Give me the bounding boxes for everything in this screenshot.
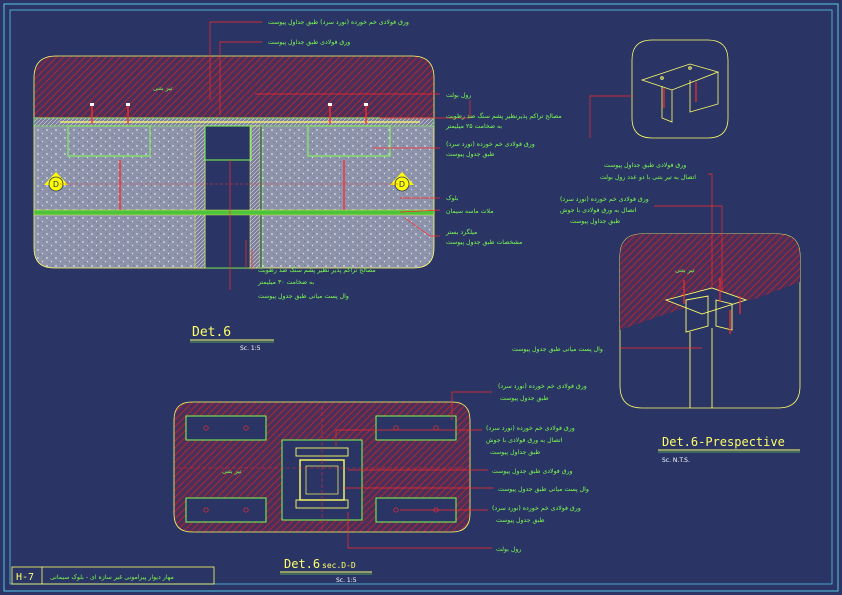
label-section-beam: تیر بتنی <box>222 468 242 475</box>
section-marker-left: D <box>44 172 68 192</box>
label-persp-weld: اتصال به ورق فولادی با جوش <box>560 207 637 214</box>
label-thickness-30: به ضخامت ۳۰ میلیمتر <box>257 279 314 286</box>
detail-main-title: Det.6 <box>192 325 231 340</box>
label-section-table-bottom: طبق جدول پیوست <box>496 517 545 524</box>
detail-persp: تیر بتنی ورق فولادی طبق جداول پیوست اتصا… <box>512 162 801 464</box>
label-section-table-top: طبق جدول پیوست <box>500 395 549 402</box>
label-persp-table: طبق جداول پیوست <box>570 218 620 225</box>
wool-right <box>249 125 261 269</box>
label-persp-beam: تیر بتنی <box>675 267 695 274</box>
label-section-weld: اتصال به ورق فولادی با جوش <box>486 437 563 444</box>
leaders-main <box>209 21 471 290</box>
sheet-code: H-7 <box>16 572 34 583</box>
sheet-title: مهار دیوار پیرامونی غیر سازه ای - بلوک س… <box>50 573 174 581</box>
section-marker-letter: D <box>399 180 405 189</box>
detail-persp-top <box>589 39 729 139</box>
angle-plate-left <box>67 125 151 157</box>
detail-section: تیر بتنی ورق فولادی خم خورده (نورد سرد) … <box>173 383 589 584</box>
label-persp-bolts: اتصال به تیر بتنی با دو عدد رول بولت <box>600 174 696 181</box>
outer-frame <box>3 3 839 592</box>
label-per-table-mid: طبق جدول پیوست <box>446 151 495 158</box>
mortar-bed <box>33 209 435 216</box>
leaders-section <box>335 391 494 549</box>
label-mortar: ملات ماسه سیمان <box>446 208 494 215</box>
label-block: بلوک <box>446 194 459 202</box>
label-compressible-1: مصالح تراکم پذیرنظیر پشم سنگ ضد رطوبت <box>446 112 562 120</box>
section-marker-letter: D <box>53 180 59 189</box>
detail-persp-title: Det.6-Prespective <box>662 435 785 449</box>
label-roll-bolt: رول بولت <box>446 92 471 99</box>
label-bent-plate-mid: ورق فولادی خم خورده (نورد سرد) <box>446 141 535 148</box>
label-compressible-2: مصالح تراکم پذیر نظیر پشم سنگ ضد رطوبت <box>258 266 376 274</box>
label-bent-plate-top: ورق فولادی خم خورده (نورد سرد) طبق جداول… <box>268 19 409 26</box>
label-wall-post: وال پست میانی طبق جدول پیوست <box>258 293 349 300</box>
label-section-bent-weld: ورق فولادی خم خورده (نورد سرد) <box>486 425 575 432</box>
label-section-roll-bolt: رول بولت <box>496 546 521 553</box>
label-thickness-25: به ضخامت ۲۵ میلیمتر <box>445 123 502 130</box>
angle-plate-right <box>307 125 391 157</box>
label-persp-post: وال پست میانی طبق جدول پیوست <box>512 346 603 353</box>
detail-section-title: Det.6 <box>284 557 320 571</box>
detail-main: D D تیر بتنی ورق فولادی خم خورده (نورد س… <box>33 19 562 352</box>
detail-persp-scale: Sc. N.T.S. <box>662 457 690 464</box>
title-block: H-7 مهار دیوار پیرامونی غیر سازه ای - بل… <box>11 566 215 585</box>
label-section-table: طبق جداول پیوست <box>490 449 540 456</box>
section-marker-right: D <box>390 172 414 192</box>
label-steel-plate-top: ورق فولادی طبق جداول پیوست <box>268 39 350 46</box>
post-top-plate <box>204 125 252 161</box>
label-section-bent-top: ورق فولادی خم خورده (نورد سرد) <box>498 383 587 390</box>
label-persp-plate: ورق فولادی طبق جداول پیوست <box>604 162 686 169</box>
detail-section-scale: Sc. 1:5 <box>336 577 357 584</box>
detail-main-scale: Sc. 1:5 <box>240 345 261 352</box>
label-section-plate: ورق فولادی طبق جدول پیوست <box>492 468 572 475</box>
inner-frame <box>9 9 833 585</box>
label-section-post: وال پست میانی طبق جدول پیوست <box>498 486 589 493</box>
label-concrete-beam: تیر بتنی <box>153 85 173 92</box>
concrete-beam-hatch <box>33 55 435 119</box>
leaders-persp <box>620 173 723 349</box>
label-persp-bent: ورق فولادی خم خورده (نورد سرد) <box>560 196 649 203</box>
detail-section-subtitle: sec.D-D <box>322 561 356 570</box>
label-section-bent-bottom: ورق فولادی خم خورده (نورد سرد) <box>492 505 581 512</box>
wool-left <box>194 125 206 269</box>
label-rebar-spec: مشخصات طبق جدول پیوست <box>446 239 522 246</box>
label-bed-rebar: میلگرد بستر <box>445 228 477 236</box>
